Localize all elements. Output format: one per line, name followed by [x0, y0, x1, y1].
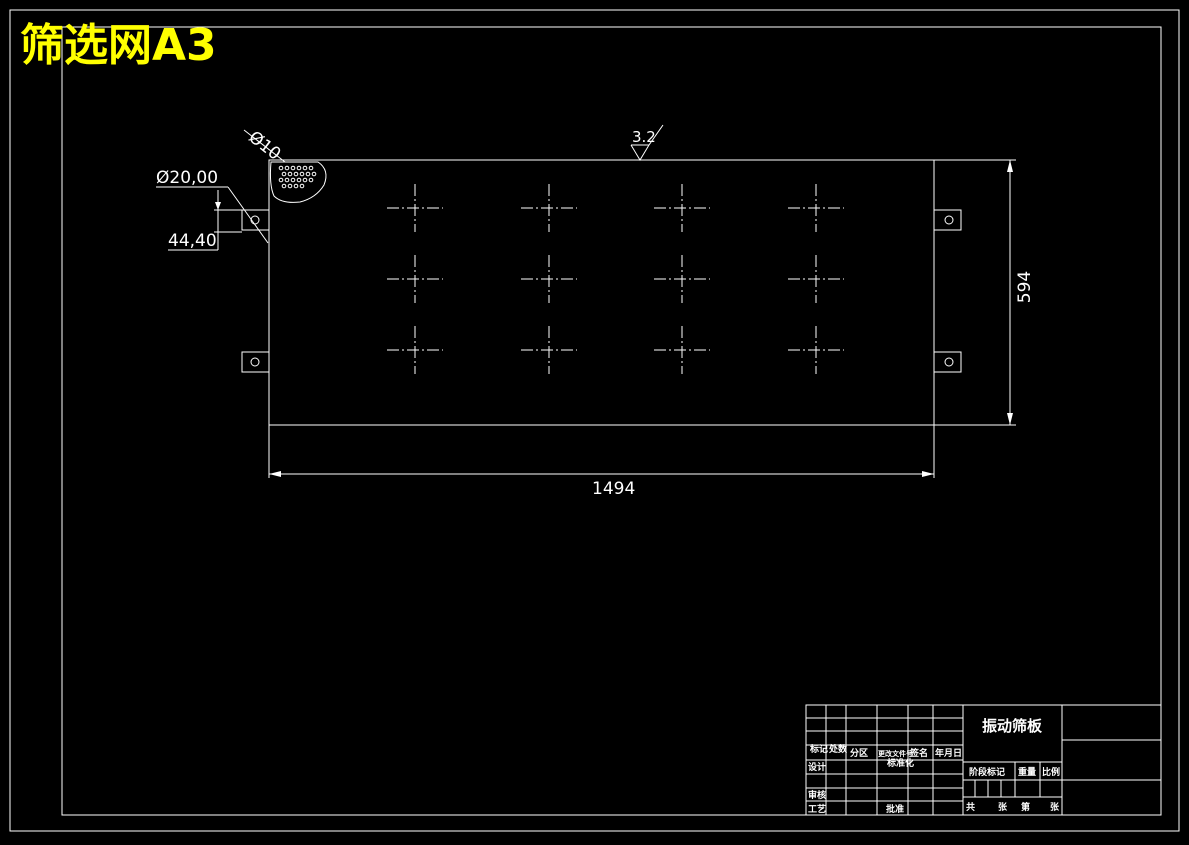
tb-sign: 签名 — [909, 747, 928, 759]
lug-offset-annotation: 44,40 — [168, 231, 219, 251]
lug-right-bottom — [933, 351, 962, 373]
perforation-hole — [308, 165, 314, 171]
title-block: 振动筛板 标记 处数 分区 更改文件号 签名 年月日 设计 标准化 审核 工艺 … — [805, 704, 1162, 816]
tb-sheets: 张 — [998, 801, 1008, 813]
tb-sheet-no: 第 — [1021, 801, 1030, 813]
height-dimension: 594 — [934, 159, 1035, 426]
tb-mark: 标记 — [809, 743, 828, 755]
lug-left-bottom — [241, 351, 270, 373]
tb-sheet: 张 — [1050, 801, 1060, 813]
tb-stage-mark: 阶段标记 — [969, 766, 1005, 778]
lug-right-top — [933, 209, 962, 231]
perforation-hole — [284, 165, 290, 171]
perforation-hole — [302, 177, 308, 183]
perforation-hole — [296, 177, 302, 183]
perforation-hole — [296, 165, 302, 171]
perforation-hole — [278, 165, 284, 171]
perforation-hole — [278, 177, 284, 183]
perforation-hole — [299, 183, 305, 189]
tb-date: 年月日 — [935, 747, 962, 759]
svg-text:594: 594 — [1015, 271, 1035, 303]
hole-centerlines — [387, 184, 844, 374]
tb-review: 审核 — [808, 789, 826, 801]
tb-design: 设计 — [808, 761, 826, 773]
perforation-hole — [293, 171, 299, 177]
perforation-hole — [287, 171, 293, 177]
tb-change-doc: 更改文件号 — [878, 749, 913, 758]
svg-text:Ø10: Ø10 — [245, 127, 285, 164]
tb-scale: 比例 — [1042, 766, 1060, 778]
part-name: 振动筛板 — [982, 717, 1043, 735]
width-dimension: 1494 — [268, 425, 935, 499]
perforation-hole — [293, 183, 299, 189]
perforation-hole — [299, 171, 305, 177]
perforation-hole — [305, 171, 311, 177]
tb-process: 工艺 — [808, 803, 826, 815]
perforation-hole — [281, 183, 287, 189]
svg-text:1494: 1494 — [592, 479, 635, 499]
roughness-symbol: 3.2 — [630, 124, 664, 161]
perforation-hole — [290, 165, 296, 171]
svg-text:44,40: 44,40 — [168, 231, 217, 251]
perforation-hole — [302, 165, 308, 171]
perforation-hole — [281, 171, 287, 177]
tb-weight: 重量 — [1018, 766, 1036, 778]
drawing-title: 筛选网A3 — [20, 20, 217, 71]
lug-dia-annotation: Ø20,00 — [156, 168, 269, 244]
tb-standardize: 标准化 — [886, 757, 914, 769]
tb-total: 共 — [966, 801, 975, 813]
perforation-detail — [269, 161, 327, 203]
perforation-hole — [311, 171, 317, 177]
tb-approve: 批准 — [886, 803, 904, 815]
hole-dia-annotation: Ø10 — [243, 127, 286, 165]
perforation-hole — [287, 183, 293, 189]
inner-border — [61, 26, 1162, 816]
svg-text:Ø20,00: Ø20,00 — [156, 168, 218, 188]
outer-border — [9, 9, 1180, 832]
perforation-hole — [308, 177, 314, 183]
tb-count: 处数 — [828, 743, 848, 755]
tb-zone: 分区 — [850, 747, 868, 759]
perforation-hole — [284, 177, 290, 183]
perforation-hole — [290, 177, 296, 183]
svg-text:3.2: 3.2 — [632, 128, 656, 146]
plate-outline — [268, 159, 935, 426]
